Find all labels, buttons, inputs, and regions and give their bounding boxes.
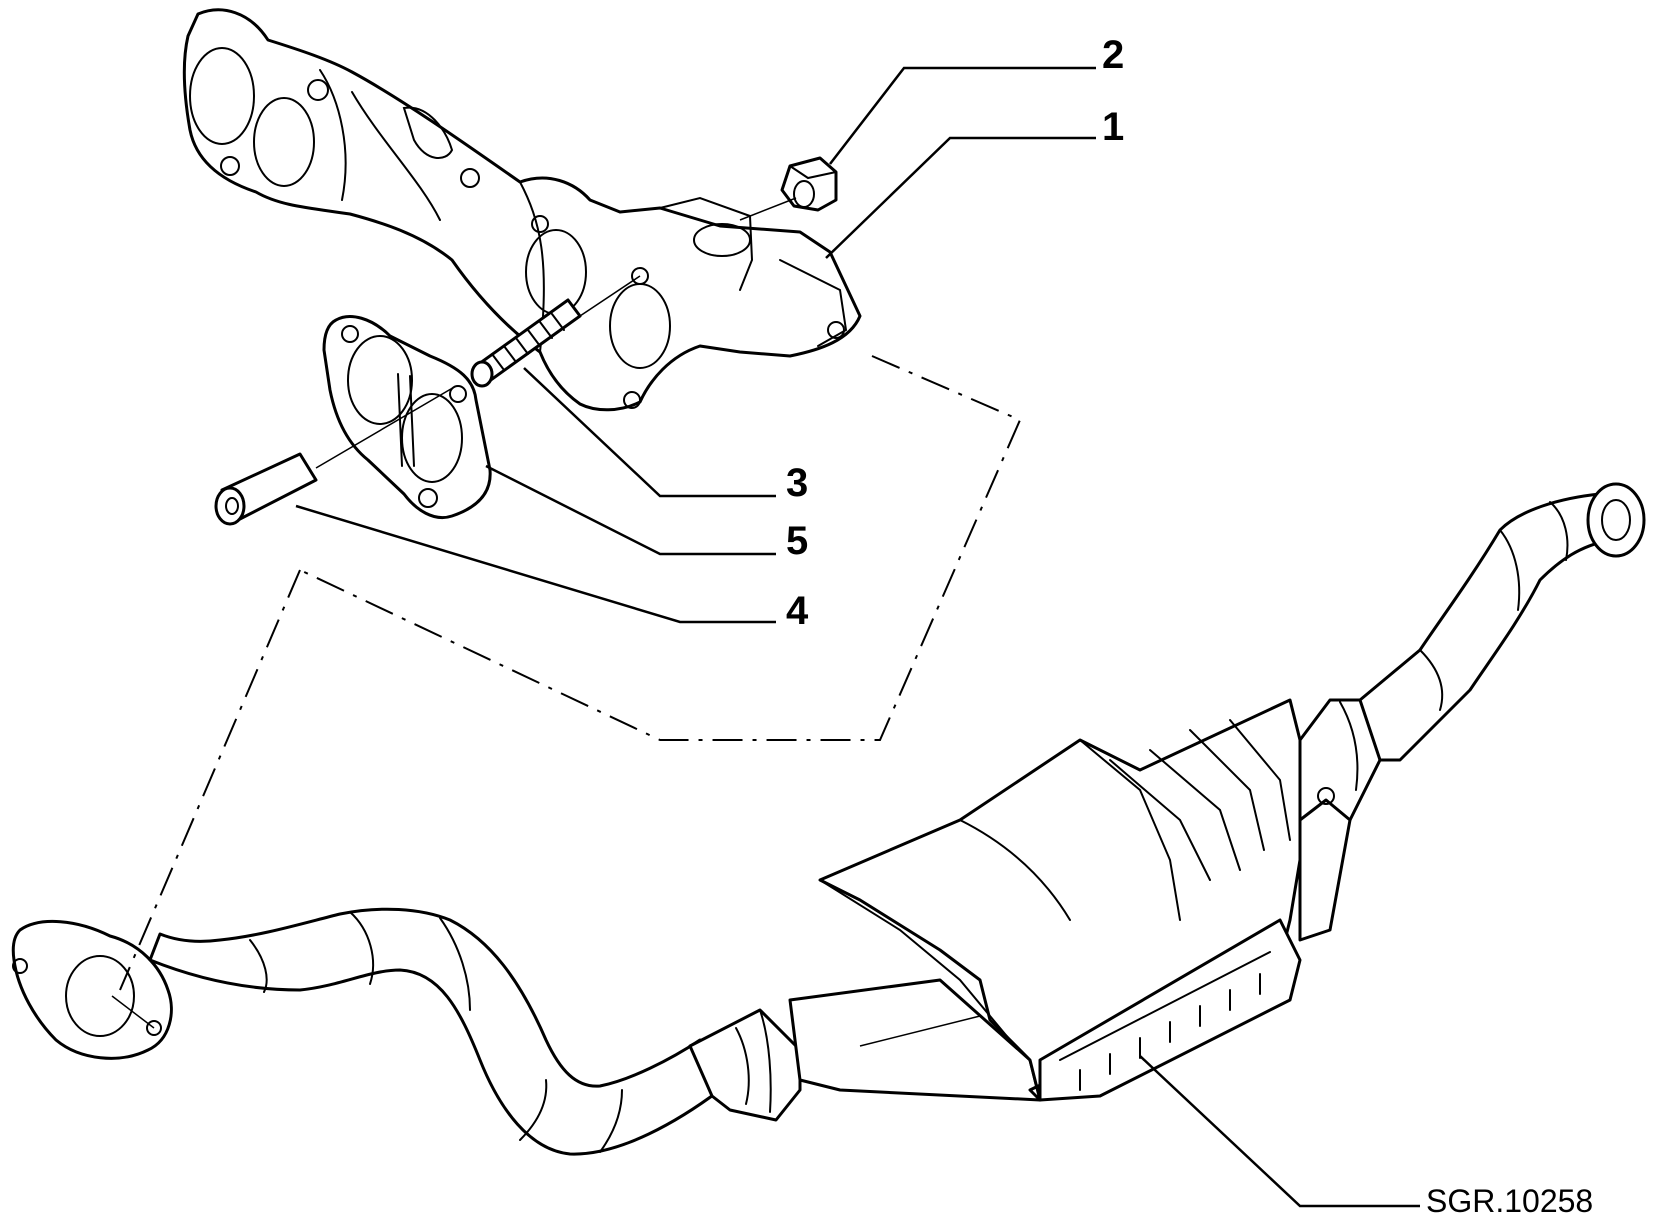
assembly-axis-lines	[111, 197, 797, 1029]
phantom-connection-lines	[119, 355, 1022, 991]
callout-3: 3	[786, 461, 808, 505]
leader-3	[523, 367, 776, 498]
locating-sleeve	[214, 452, 318, 526]
callout-4: 4	[786, 589, 809, 633]
leader-ref	[1139, 1055, 1420, 1208]
front-pipe-with-catalyst	[11, 482, 1646, 1156]
leader-1	[825, 136, 1096, 259]
drawing-reference: SGR.10258	[1426, 1183, 1593, 1219]
callout-2: 2	[1102, 33, 1124, 77]
callout-5: 5	[786, 519, 808, 563]
leader-2	[829, 66, 1096, 165]
flange-nut	[780, 156, 838, 212]
callout-1: 1	[1102, 105, 1124, 149]
exhaust-manifold	[182, 8, 862, 412]
leader-5	[485, 464, 776, 556]
leader-4	[295, 504, 776, 624]
leader-lines	[295, 66, 1420, 1208]
manifold-gasket	[322, 315, 492, 519]
